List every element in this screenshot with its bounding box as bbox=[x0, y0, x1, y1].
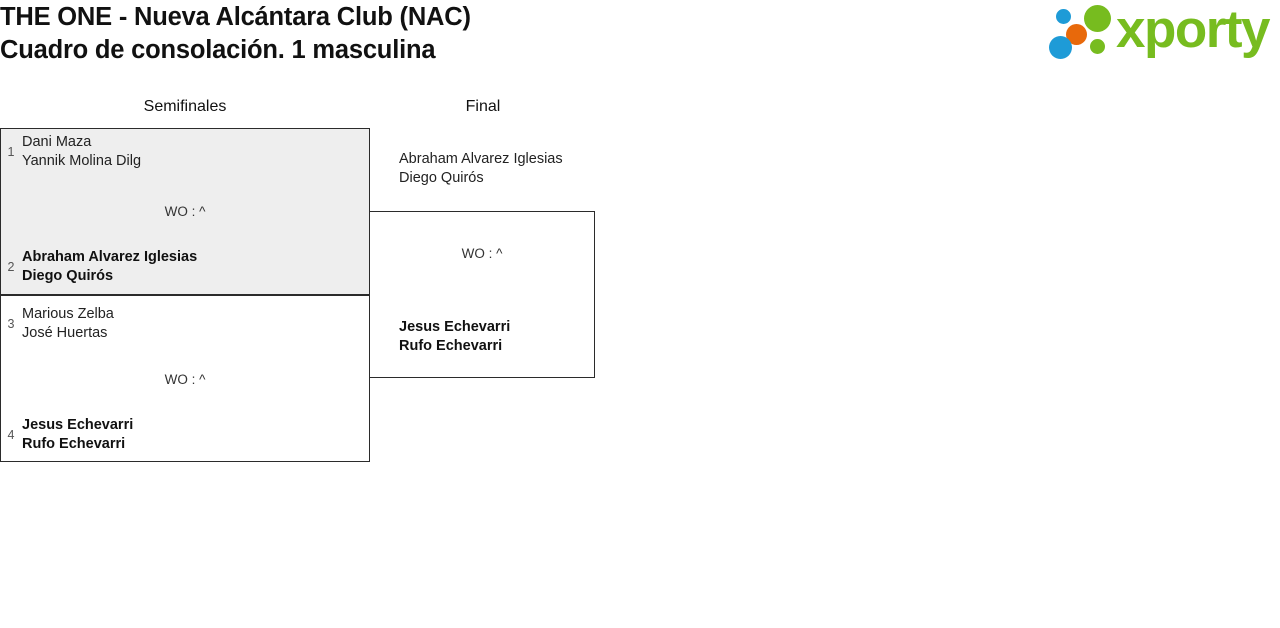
logo-wordmark: xporty bbox=[1116, 0, 1270, 59]
score-semifinal-1: WO : ^ bbox=[164, 204, 206, 219]
player-name: Abraham Alvarez Iglesias bbox=[399, 151, 563, 167]
team-names: Jesus Echevarri Rufo Echevarri bbox=[391, 318, 595, 356]
team-names: Marious Zelba José Huertas bbox=[22, 305, 360, 343]
round-header-final: Final bbox=[465, 98, 501, 115]
score-final: WO : ^ bbox=[461, 246, 503, 261]
xporty-logo[interactable]: xporty bbox=[1048, 0, 1276, 59]
team-final-bottom[interactable]: Jesus Echevarri Rufo Echevarri bbox=[369, 318, 595, 356]
team-final-top[interactable]: Abraham Alvarez Iglesias Diego Quirós bbox=[369, 150, 595, 188]
match-box-final[interactable] bbox=[369, 211, 595, 378]
player-name: Dani Maza bbox=[22, 134, 92, 150]
seed-number: 4 bbox=[7, 428, 15, 442]
logo-dot-blue-large bbox=[1049, 36, 1072, 59]
tournament-name: THE ONE - Nueva Alcántara Club (NAC) bbox=[0, 3, 471, 31]
player-name: Yannik Molina Dilg bbox=[22, 153, 142, 169]
team-semifinal-2-top[interactable]: 3 Marious Zelba José Huertas bbox=[0, 305, 360, 343]
team-semifinal-2-bottom[interactable]: 4 Jesus Echevarri Rufo Echevarri bbox=[0, 416, 360, 454]
team-names: Abraham Alvarez Iglesias Diego Quirós bbox=[22, 248, 360, 286]
player-name: Rufo Echevarri bbox=[399, 338, 503, 354]
team-semifinal-1-top[interactable]: 1 Dani Maza Yannik Molina Dilg bbox=[0, 133, 360, 171]
player-name: Jesus Echevarri bbox=[399, 319, 511, 335]
bracket-subtitle: Cuadro de consolación. 1 masculina bbox=[0, 36, 436, 64]
logo-dot-blue-small bbox=[1056, 9, 1071, 24]
team-names: Abraham Alvarez Iglesias Diego Quirós bbox=[391, 150, 595, 188]
team-names: Jesus Echevarri Rufo Echevarri bbox=[22, 416, 360, 454]
tournament-title-block: THE ONE - Nueva Alcántara Club (NAC) Cua… bbox=[0, 1, 900, 67]
logo-dots-icon bbox=[1048, 3, 1122, 59]
team-names: Dani Maza Yannik Molina Dilg bbox=[22, 133, 360, 171]
page-header: THE ONE - Nueva Alcántara Club (NAC) Cua… bbox=[0, 0, 1280, 80]
player-name: Jesus Echevarri bbox=[22, 417, 134, 433]
score-semifinal-2: WO : ^ bbox=[164, 372, 206, 387]
seed-number: 1 bbox=[7, 145, 15, 159]
player-name: Diego Quirós bbox=[22, 268, 114, 284]
match-box-semifinal-2[interactable] bbox=[0, 295, 370, 462]
player-name: Rufo Echevarri bbox=[22, 436, 126, 452]
player-name: Abraham Alvarez Iglesias bbox=[22, 249, 198, 265]
round-header-semifinales: Semifinales bbox=[143, 98, 227, 115]
player-name: Marious Zelba bbox=[22, 306, 114, 322]
logo-dot-orange bbox=[1066, 24, 1087, 45]
logo-dot-green-large bbox=[1084, 5, 1111, 32]
player-name: Diego Quirós bbox=[399, 170, 484, 186]
player-name: José Huertas bbox=[22, 325, 108, 341]
team-semifinal-1-bottom[interactable]: 2 Abraham Alvarez Iglesias Diego Quirós bbox=[0, 248, 360, 286]
seed-number: 3 bbox=[7, 317, 15, 331]
logo-dot-green-small bbox=[1090, 39, 1105, 54]
seed-number: 2 bbox=[7, 260, 15, 274]
